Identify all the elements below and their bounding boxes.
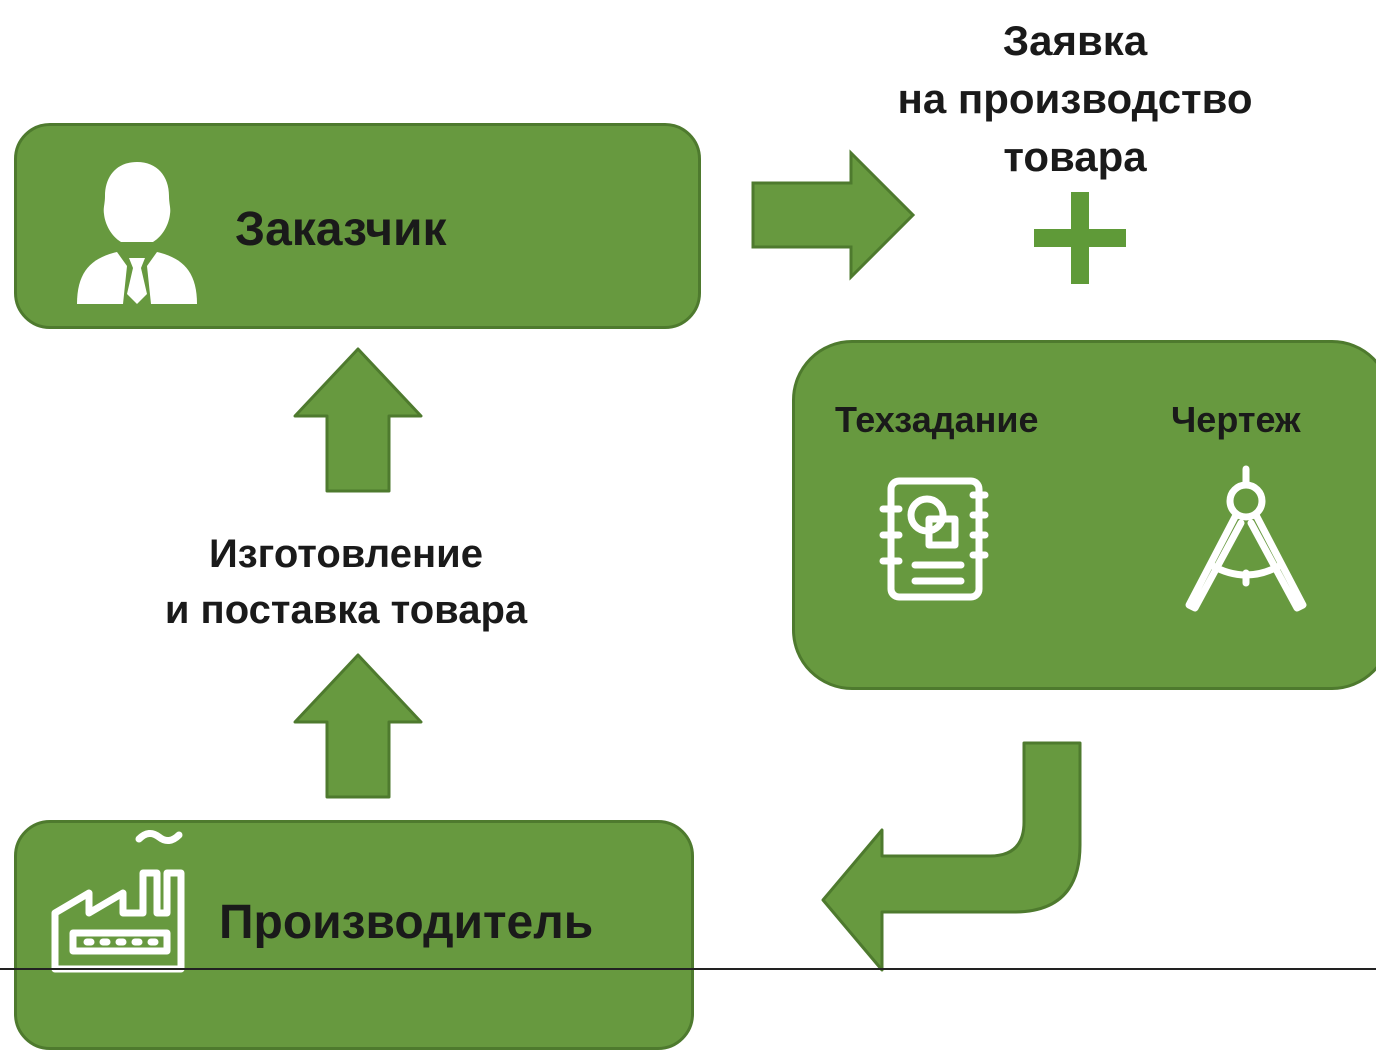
manufacturing-line-1: Изготовление — [209, 532, 483, 576]
right-arrow-icon — [751, 149, 916, 281]
curved-arrow-icon — [821, 741, 1082, 972]
plus-icon — [1034, 192, 1126, 284]
customer-box: Заказчик — [14, 123, 701, 329]
businessman-icon — [77, 162, 197, 304]
customer-label: Заказчик — [235, 203, 447, 256]
notebook-icon — [879, 477, 989, 601]
request-line-1: Заявка — [1002, 17, 1148, 64]
producer-box: Производитель — [14, 820, 694, 1050]
documents-box: Техзадание Чертеж — [792, 340, 1376, 690]
divider — [0, 968, 1376, 970]
manufacturing-heading: Изготовление и поставка товара — [100, 526, 592, 638]
producer-label: Производитель — [219, 896, 594, 949]
request-line-2: на производство — [897, 75, 1253, 122]
request-line-3: товара — [1003, 133, 1147, 180]
manufacturing-line-2: и поставка товара — [164, 588, 528, 632]
factory-icon — [51, 830, 185, 973]
up-arrow-icon — [293, 347, 423, 493]
compass-icon — [1185, 465, 1307, 612]
request-heading: Заявка на производство товара — [860, 12, 1290, 186]
up-arrow-icon — [293, 653, 423, 799]
drawing-label: Чертеж — [1171, 399, 1301, 440]
spec-label: Техзадание — [835, 399, 1039, 440]
